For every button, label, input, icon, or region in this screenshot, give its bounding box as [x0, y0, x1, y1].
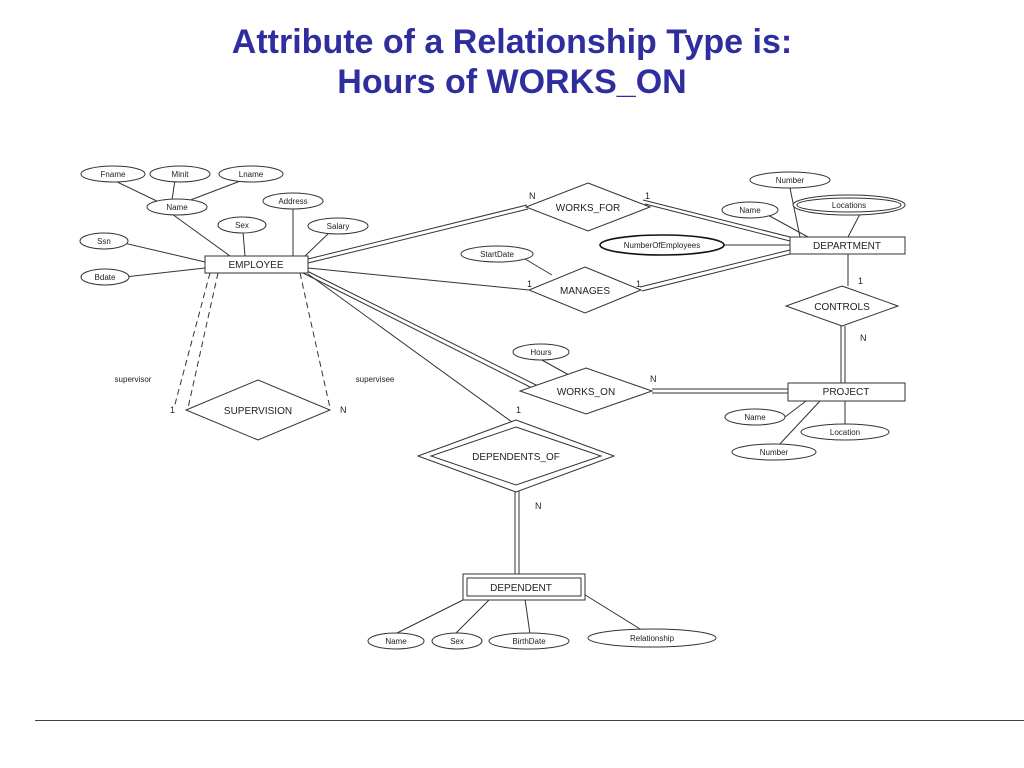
attr-address: Address — [262, 192, 324, 210]
entity-project-label: PROJECT — [823, 387, 870, 398]
card-works-on-project: N — [650, 374, 657, 384]
card-supervision-right: N — [340, 405, 347, 415]
title-line-2: Hours of WORKS_ON — [337, 63, 687, 101]
entity-employee-label: EMPLOYEE — [228, 260, 283, 271]
relationship-works-on: WORKS_ON — [518, 367, 654, 415]
attr-dependent-sex-label: Sex — [450, 637, 464, 646]
relationship-supervision-label: SUPERVISION — [224, 406, 292, 417]
relationship-manages: MANAGES — [527, 266, 643, 314]
attr-salary-label: Salary — [327, 222, 350, 231]
relationship-works-on-label: WORKS_ON — [557, 387, 615, 398]
role-supervisee: supervisee — [356, 375, 395, 384]
card-controls-project: N — [860, 333, 867, 343]
attr-locations: Locations — [792, 194, 906, 216]
attr-start-date: StartDate — [460, 245, 534, 263]
attr-lname-label: Lname — [239, 170, 264, 179]
attr-minit: Minit — [149, 165, 211, 183]
relationship-manages-label: MANAGES — [560, 286, 610, 297]
attr-bdate-label: Bdate — [95, 273, 116, 282]
attr-dependent-name: Name — [367, 632, 425, 650]
card-works-for-department: 1 — [645, 191, 650, 201]
attr-dependent-sex: Sex — [431, 632, 483, 650]
attr-birth-date-label: BirthDate — [512, 637, 546, 646]
title-line-1: Attribute of a Relationship Type is: — [231, 23, 793, 61]
entity-department-label: DEPARTMENT — [813, 241, 881, 252]
slide-title: Attribute of a Relationship Type is: Hou… — [0, 22, 1024, 102]
relationship-controls-label: CONTROLS — [814, 302, 870, 313]
card-manages-department: 1 — [636, 279, 641, 289]
card-supervision-left: 1 — [170, 405, 175, 415]
card-dependents-of-employee: 1 — [516, 405, 521, 415]
entity-dependent: DEPENDENT — [462, 573, 586, 601]
attr-fname-label: Fname — [101, 170, 126, 179]
card-manages-employee: 1 — [527, 279, 532, 289]
attr-sex: Sex — [217, 216, 267, 234]
relationship-dependents-of-label: DEPENDENTS_OF — [472, 452, 560, 463]
attr-project-location: Location — [800, 423, 890, 441]
attr-sex-label: Sex — [235, 221, 249, 230]
attr-employee-name: Name — [146, 198, 208, 216]
attr-locations-label: Locations — [832, 201, 866, 210]
attr-ssn: Ssn — [79, 232, 129, 250]
attr-dependent-name-label: Name — [385, 637, 407, 646]
card-controls-department: 1 — [858, 276, 863, 286]
attr-department-number-label: Number — [776, 176, 805, 185]
attr-hours-label: Hours — [530, 348, 551, 357]
card-dependents-of-dependent: N — [535, 501, 542, 511]
attr-department-name-label: Name — [739, 206, 761, 215]
attr-hours: Hours — [512, 343, 570, 361]
attr-lname: Lname — [218, 165, 284, 183]
attr-relationship: Relationship — [587, 628, 717, 648]
attr-project-name-label: Name — [744, 413, 766, 422]
attr-minit-label: Minit — [172, 170, 190, 179]
attr-project-number-label: Number — [760, 448, 789, 457]
entity-dependent-label: DEPENDENT — [490, 583, 552, 594]
attr-department-number: Number — [749, 171, 831, 189]
relationship-supervision: SUPERVISION — [184, 379, 332, 441]
attr-start-date-label: StartDate — [480, 250, 514, 259]
footer-divider — [35, 720, 1024, 721]
relationship-works-for: WORKS_FOR — [524, 182, 652, 232]
attr-fname: Fname — [80, 165, 146, 183]
relationship-controls: CONTROLS — [784, 285, 900, 327]
attr-bdate: Bdate — [80, 268, 130, 286]
attr-project-location-label: Location — [830, 428, 860, 437]
relationship-dependents-of: DEPENDENTS_OF — [416, 419, 616, 493]
attr-employee-name-label: Name — [166, 203, 188, 212]
entity-employee: EMPLOYEE — [204, 255, 309, 274]
attr-relationship-label: Relationship — [630, 634, 675, 643]
attr-project-number: Number — [731, 443, 817, 461]
attr-number-of-employees-label: NumberOfEmployees — [624, 241, 700, 250]
card-works-for-employee: N — [529, 191, 536, 201]
attr-project-name: Name — [724, 408, 786, 426]
attr-ssn-label: Ssn — [97, 237, 111, 246]
attr-number-of-employees: NumberOfEmployees — [599, 234, 725, 256]
attr-birth-date: BirthDate — [488, 632, 570, 650]
relationship-works-for-label: WORKS_FOR — [556, 203, 620, 214]
attr-salary: Salary — [307, 217, 369, 235]
attr-department-name: Name — [721, 201, 779, 219]
entity-department: DEPARTMENT — [789, 236, 906, 255]
attr-address-label: Address — [278, 197, 307, 206]
role-supervisor: supervisor — [115, 375, 152, 384]
entity-project: PROJECT — [787, 382, 906, 402]
